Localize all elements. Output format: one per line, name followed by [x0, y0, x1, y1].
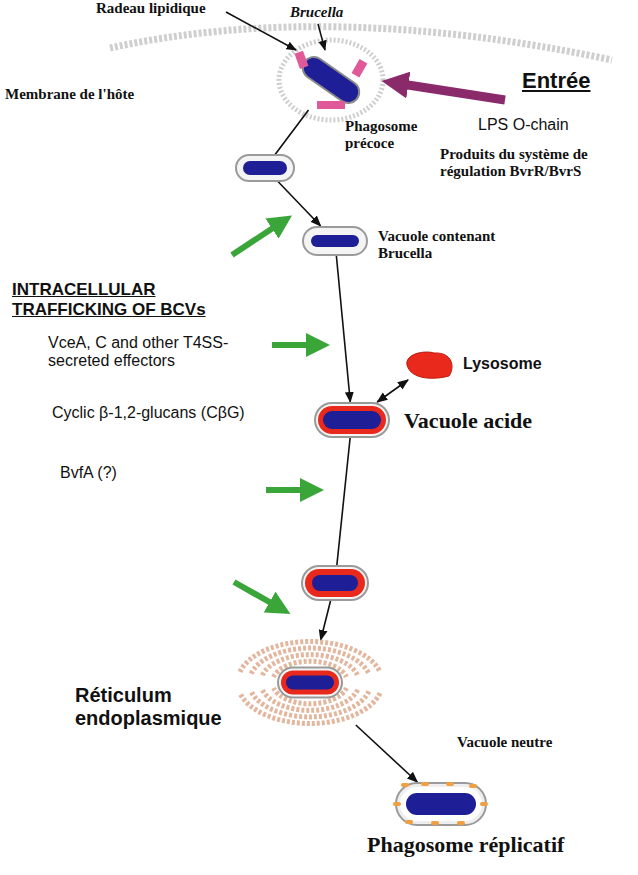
node-shape [302, 226, 368, 256]
green-arrow [272, 342, 318, 348]
leader-arrow [226, 12, 296, 50]
host-membrane [110, 27, 612, 60]
node-shape [314, 402, 390, 438]
flow-arrow [336, 256, 350, 402]
er-marker [431, 821, 439, 825]
annotation-label: Brucella [290, 4, 370, 21]
brucella [298, 53, 363, 108]
stage-node: Vacuole acide [314, 402, 390, 438]
stage-node: Vacuole contenant Brucella [302, 226, 368, 256]
lysosome-shape [407, 352, 452, 378]
stage-label: Vacuole neutre [457, 734, 617, 751]
vacuole-lumen [400, 787, 482, 821]
node-shape [235, 640, 385, 725]
acid-vacuole [302, 566, 368, 600]
lipid-raft [317, 101, 345, 109]
brucella-rod [286, 676, 334, 690]
stage-node: Lysosome [403, 350, 455, 380]
er-marker [446, 782, 454, 786]
stage-node: Réticulum endoplasmique [235, 640, 385, 725]
er-marker [401, 783, 409, 787]
er-marker [393, 802, 401, 806]
annotation-label: Cyclic β-1,2-glucans (CβG) [52, 404, 252, 422]
entry-arrow [395, 83, 505, 100]
stage-label: Lysosome [463, 355, 583, 373]
stage-label: Vacuole acide [404, 408, 604, 433]
green-arrow [234, 582, 280, 608]
membrane-invagination [279, 40, 383, 120]
annotation-label: VceA, C and other T4SS-secreted effector… [48, 334, 262, 371]
er-marker [457, 821, 465, 825]
stage-label: Vacuole contenant Brucella [378, 228, 548, 263]
annotation-label: Radeau lipidique [96, 0, 236, 17]
node-shape [395, 782, 487, 826]
acid-layer [318, 406, 386, 434]
brucella-rod [311, 235, 359, 247]
node-shape [295, 50, 367, 110]
flow-arrow [321, 438, 350, 640]
early-vacuole [236, 155, 294, 181]
er-marker [405, 820, 413, 824]
annotation-label: INTRACELLULAR TRAFFICKING OF BCVs [12, 280, 242, 319]
er-marker [469, 784, 477, 788]
flow-arrow [356, 725, 418, 782]
annotation-label: Membrane de l'hôte [5, 86, 165, 103]
lipid-raft [352, 59, 368, 77]
er-marker [421, 782, 429, 786]
annotation-label: Entrée [522, 68, 632, 93]
leader-arrow [318, 24, 325, 50]
stage-label: Réticulum endoplasmique [75, 684, 243, 730]
vacuole-membrane [315, 403, 389, 437]
stage-node: Vacuole neutrePhagosome réplicatif [395, 782, 487, 826]
green-arrow [232, 222, 282, 255]
annotation-label: Produits du système de régulation BvrR/B… [440, 146, 632, 181]
vacuole-membrane [278, 668, 342, 698]
stage-label: Phagosome réplicatif [367, 832, 607, 857]
vacuole-membrane [303, 227, 367, 255]
annotation-label: LPS O-chain [478, 116, 628, 134]
er-marker [480, 802, 488, 806]
annotation-label: BvfA (?) [60, 464, 180, 482]
vacuole-membrane [396, 783, 486, 825]
lipid-raft [295, 51, 309, 69]
brucella-rod [323, 411, 381, 429]
brucella-rod [298, 53, 363, 108]
er-vacuole [278, 668, 342, 698]
flow-arrow [377, 380, 408, 402]
node-shape [403, 350, 455, 380]
brucella-rod [406, 793, 476, 815]
acid-layer [281, 671, 339, 695]
green-arrow [266, 487, 312, 493]
stage-node: Phagosome précoce [295, 50, 367, 110]
